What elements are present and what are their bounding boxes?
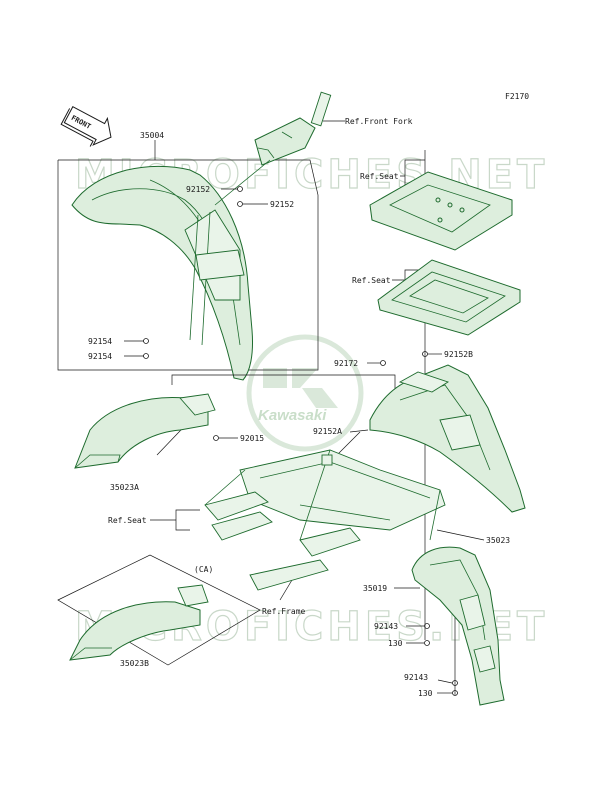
- label-92015: 92015: [240, 434, 264, 443]
- label-92152B: 92152B: [444, 350, 473, 359]
- label-92154-a: 92154: [88, 337, 112, 346]
- seat-bracket-lower: [377, 259, 521, 336]
- label-130-a: 130: [388, 639, 403, 648]
- label-ref-seat-1: Ref.Seat: [360, 172, 399, 181]
- label-ref-front-fork: Ref.Front Fork: [345, 117, 413, 126]
- mudguard-35023b-group: [57, 554, 261, 666]
- label-92152A: 92152A: [313, 427, 342, 436]
- label-ca: (CA): [194, 565, 213, 574]
- diagram-id: F2170: [505, 92, 529, 101]
- label-35004: 35004: [140, 131, 164, 140]
- front-arrow-icon: FRONT: [60, 106, 112, 147]
- label-35019: 35019: [363, 584, 387, 593]
- kawasaki-logo: Kawasaki: [246, 334, 364, 452]
- label-92154-b: 92154: [88, 352, 112, 361]
- label-35023B: 35023B: [120, 659, 149, 668]
- label-ref-frame: Ref.Frame: [262, 607, 306, 616]
- label-92143-b: 92143: [404, 673, 428, 682]
- label-130-b: 130: [418, 689, 433, 698]
- part-labels: 35004 Ref.Front Fork 92152 92152 92154 9…: [88, 117, 510, 698]
- front-fender-group: [57, 91, 332, 381]
- label-92172: 92172: [334, 359, 358, 368]
- label-ref-seat-3: Ref.Seat: [108, 516, 147, 525]
- label-ref-seat-2: Ref.Seat: [352, 276, 391, 285]
- mudguard-35023a: [74, 393, 216, 469]
- logo-text: Kawasaki: [258, 407, 327, 424]
- label-92152-a: 92152: [186, 185, 210, 194]
- seat-bracket-upper: [369, 171, 513, 251]
- sub-frame: [204, 449, 446, 591]
- label-92143-a: 92143: [374, 622, 398, 631]
- rear-flap-35019: [411, 546, 505, 706]
- label-35023: 35023: [486, 536, 510, 545]
- label-35023A: 35023A: [110, 483, 139, 492]
- label-92152-b: 92152: [270, 200, 294, 209]
- rear-fender: [369, 364, 526, 513]
